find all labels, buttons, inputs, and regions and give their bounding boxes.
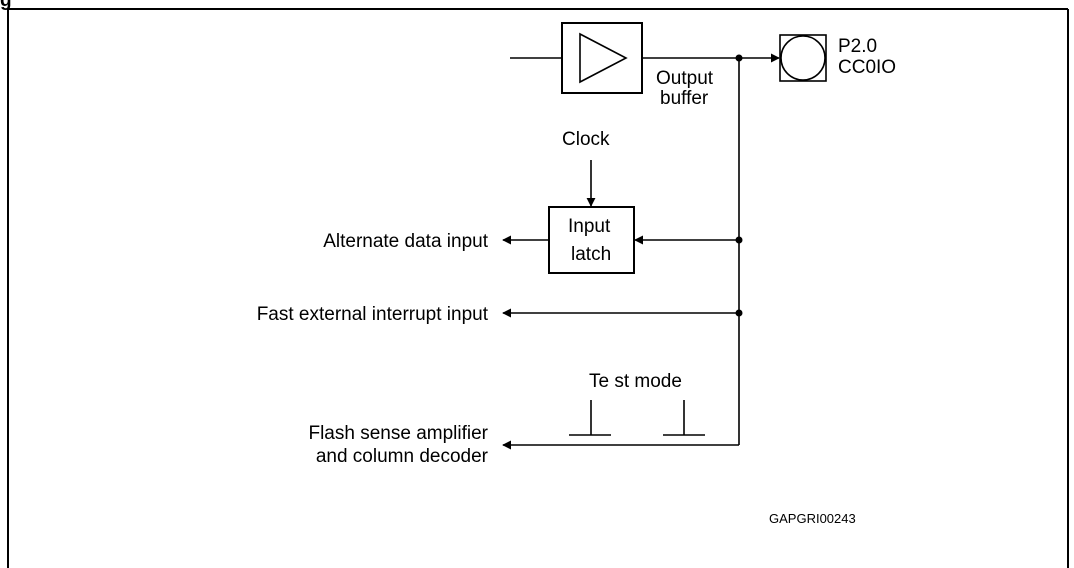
pin-circle-icon	[780, 35, 826, 81]
flash-sense-label-line2: and column decoder	[316, 446, 489, 467]
pin-function: CC0IO	[838, 57, 896, 78]
fast-external-interrupt-label: Fast external interrupt input	[257, 304, 489, 325]
pin-name: P2.0	[838, 36, 877, 57]
clock-label: Clock	[562, 129, 610, 150]
output-buffer-label-line1: Output	[656, 68, 714, 89]
junction-dot-top	[735, 54, 743, 62]
figure-id-code: GAPGRI00243	[769, 511, 856, 526]
input-latch-label-line1: Input	[568, 216, 611, 237]
output-buffer-label-line2: buffer	[660, 88, 709, 109]
alternate-data-input-label: Alternate data input	[323, 231, 489, 252]
input-latch-label-line2: latch	[571, 244, 611, 265]
header-fragment: g	[0, 0, 12, 11]
buffer-triangle-icon	[579, 32, 628, 84]
test-mode-label: Te st mode	[589, 371, 682, 392]
flash-sense-label-line1: Flash sense amplifier	[308, 423, 488, 444]
